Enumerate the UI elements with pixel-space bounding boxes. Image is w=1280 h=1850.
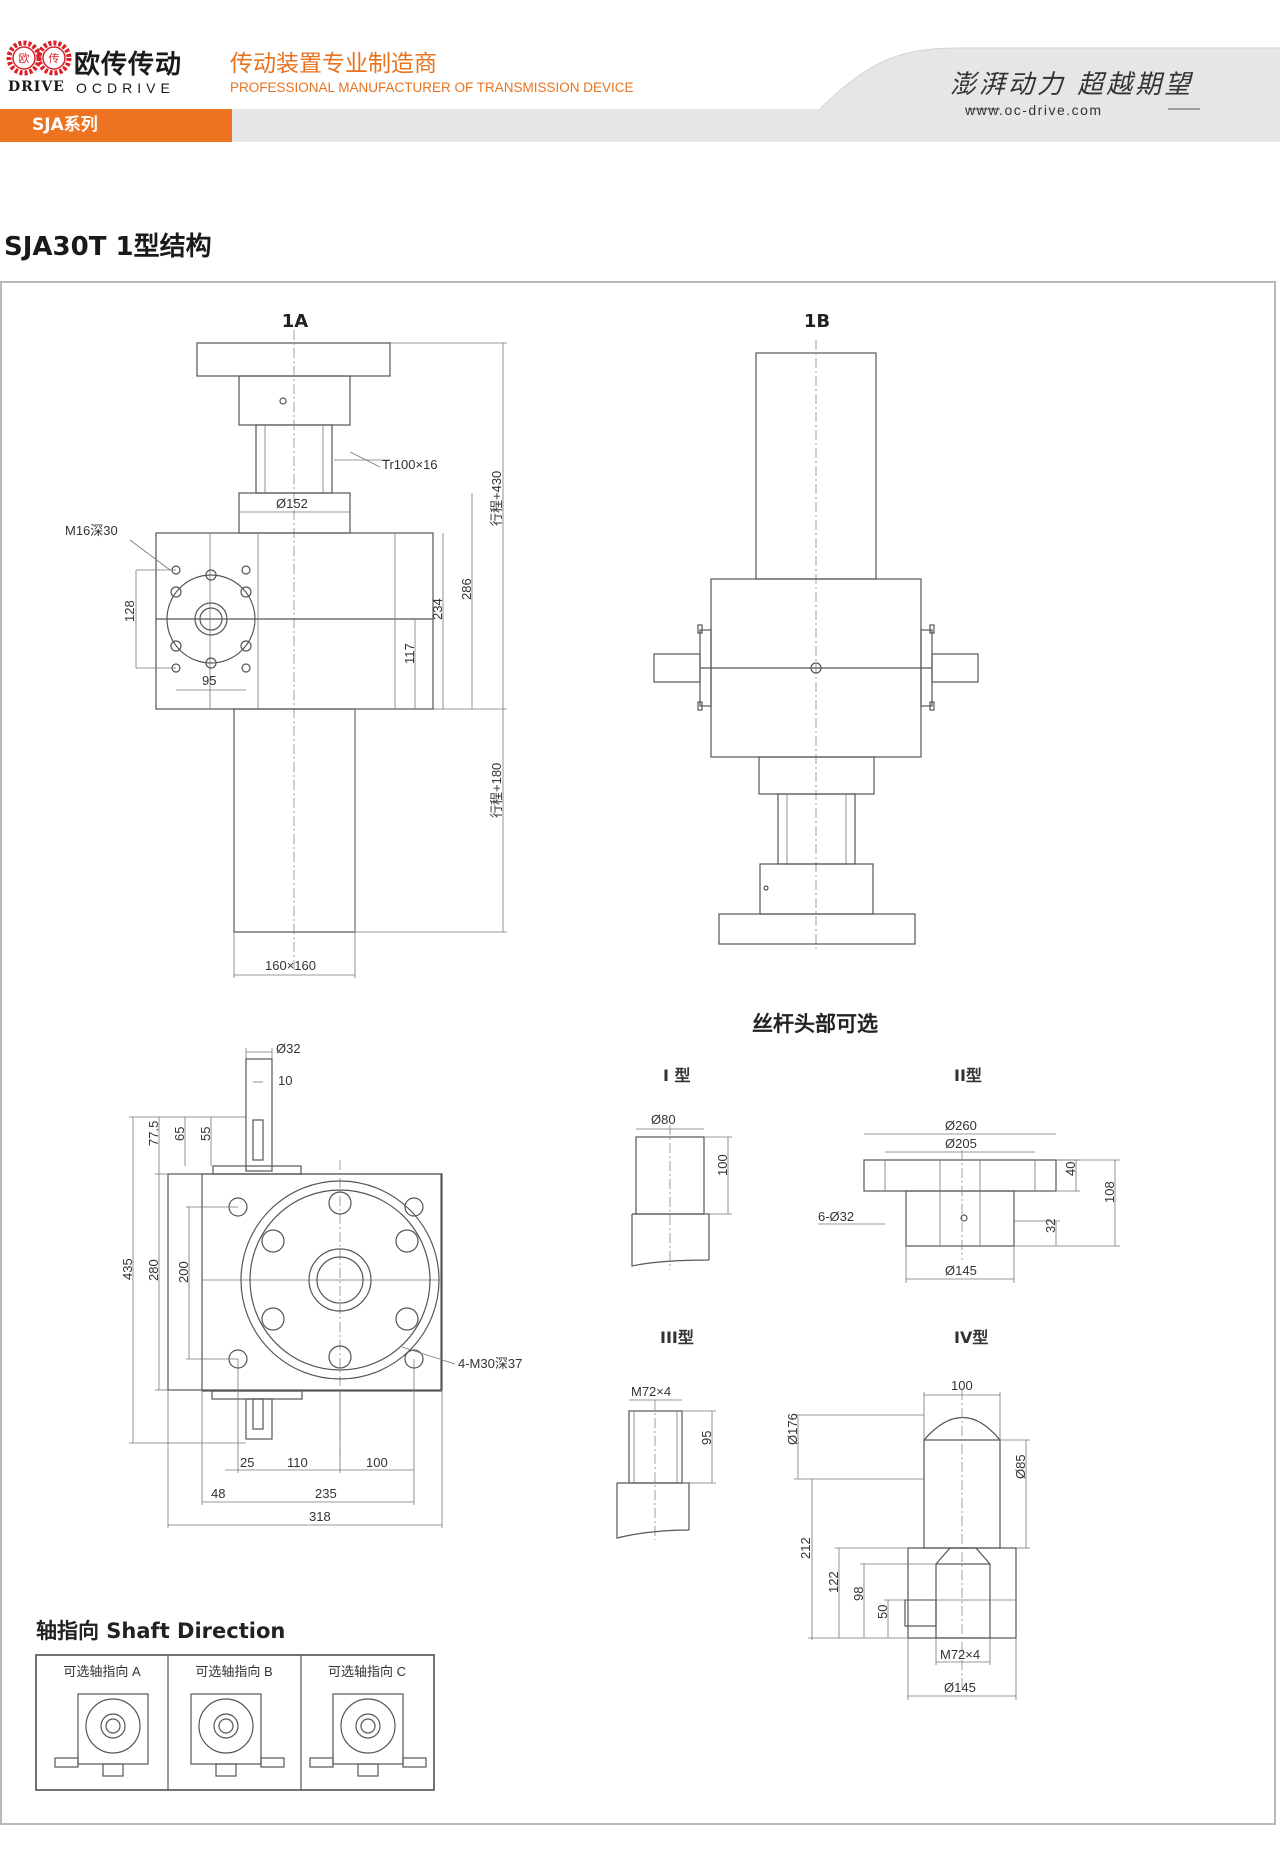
type-4-h122: 122 bbox=[826, 1571, 841, 1593]
dim-key-10: 10 bbox=[278, 1073, 292, 1088]
brand-name-en-left: DRIVE bbox=[8, 79, 65, 95]
type-2-h32: 32 bbox=[1043, 1219, 1058, 1233]
type-4-h50: 50 bbox=[875, 1605, 890, 1619]
dim-435: 435 bbox=[120, 1258, 135, 1280]
dim-55: 55 bbox=[198, 1127, 213, 1141]
dim-318: 318 bbox=[309, 1509, 331, 1524]
dim-286: 286 bbox=[459, 578, 474, 600]
view-1b-label: 1B bbox=[804, 311, 830, 332]
type-2-d145: Ø145 bbox=[945, 1263, 977, 1278]
screw-type-4: IV型 100 Ø176 Ø85 212 122 98 50 bbox=[785, 1328, 1030, 1700]
drawing-frame bbox=[0, 281, 1276, 1825]
dim-100: 100 bbox=[366, 1455, 388, 1470]
type-4-label: IV型 bbox=[954, 1328, 988, 1347]
series-tag: SJA系列 bbox=[0, 109, 232, 142]
shaft-option-a: 可选轴指向 A bbox=[63, 1664, 141, 1679]
slogan-en: PROFESSIONAL MANUFACTURER OF TRANSMISSIO… bbox=[230, 80, 634, 95]
dim-stroke-180: 行程+180 bbox=[489, 763, 504, 818]
brand-name-cn: 欧传传动 bbox=[74, 50, 183, 80]
dim-117: 117 bbox=[402, 643, 417, 664]
type-2-d260: Ø260 bbox=[945, 1118, 977, 1133]
page-title: SJA30T 1型结构 bbox=[4, 232, 212, 262]
dim-tap-m16: M16深30 bbox=[65, 523, 118, 538]
type-1-dia: Ø80 bbox=[651, 1112, 676, 1127]
dim-shaft-32: Ø32 bbox=[276, 1041, 301, 1056]
dim-tube-160: 160×160 bbox=[265, 958, 316, 973]
type-3-thread: M72×4 bbox=[631, 1384, 671, 1399]
type-4-w100: 100 bbox=[951, 1378, 973, 1393]
type-4-h98: 98 bbox=[851, 1587, 866, 1601]
dim-110: 110 bbox=[287, 1455, 308, 1470]
type-2-holes: 6-Ø32 bbox=[818, 1209, 854, 1224]
logo-badge-left: 欧 bbox=[19, 52, 30, 65]
type-4-d176: Ø176 bbox=[785, 1413, 800, 1445]
type-2-h40: 40 bbox=[1063, 1162, 1078, 1176]
type-2-d205: Ø205 bbox=[945, 1136, 977, 1151]
view-side: Ø32 10 435 77.5 65 55 bbox=[120, 1041, 522, 1528]
dim-280: 280 bbox=[146, 1259, 161, 1281]
shaft-diagram-a bbox=[54, 1693, 149, 1777]
dim-128: 128 bbox=[122, 600, 137, 622]
page-header: 欧 传 欧传传动 DRIVE OCDRIVE 传动装置专业制造商 PROFESS… bbox=[0, 0, 1280, 142]
brand-name-en-right: OCDRIVE bbox=[76, 80, 175, 96]
logo-badge-right: 传 bbox=[49, 52, 60, 65]
type-2-h108: 108 bbox=[1102, 1181, 1117, 1203]
dim-thread-tr100: Tr100×16 bbox=[382, 457, 438, 472]
shaft-diagram-c bbox=[309, 1693, 427, 1777]
shaft-direction-table: 可选轴指向 A 可选轴指向 B 可选轴指向 C bbox=[35, 1654, 435, 1791]
screw-type-1: I 型 Ø80 100 bbox=[631, 1066, 732, 1270]
dim-holes-m30: 4-M30深37 bbox=[458, 1356, 522, 1371]
screw-type-2: II型 Ø260 Ø205 6-Ø32 40 108 32 Ø145 bbox=[818, 1066, 1120, 1283]
dim-234: 234 bbox=[430, 598, 445, 620]
dim-200: 200 bbox=[176, 1261, 191, 1283]
shaft-option-b: 可选轴指向 B bbox=[195, 1664, 272, 1679]
slogan-cn: 传动装置专业制造商 bbox=[230, 51, 437, 77]
header-background bbox=[0, 0, 1280, 142]
dim-65: 65 bbox=[172, 1127, 187, 1141]
gear-logo-icon: 欧 传 bbox=[6, 40, 72, 76]
type-4-thread: M72×4 bbox=[940, 1647, 980, 1662]
view-1a-label: 1A bbox=[282, 311, 309, 332]
type-3-label: III型 bbox=[660, 1328, 694, 1347]
type-2-label: II型 bbox=[954, 1066, 982, 1085]
dim-48: 48 bbox=[211, 1486, 225, 1501]
type-1-length: 100 bbox=[715, 1154, 730, 1176]
view-1a: 1A Tr100×16 Ø152 M16深30 bbox=[65, 311, 507, 978]
dim-235: 235 bbox=[315, 1486, 337, 1501]
screw-head-options-title: 丝杆头部可选 bbox=[752, 1012, 878, 1036]
shaft-option-c: 可选轴指向 C bbox=[328, 1664, 406, 1679]
screw-type-3: III型 M72×4 95 bbox=[616, 1328, 716, 1540]
shaft-direction-title: 轴指向 Shaft Direction bbox=[36, 1619, 286, 1643]
type-4-d145: Ø145 bbox=[944, 1680, 976, 1695]
shaft-diagram-b bbox=[190, 1693, 285, 1777]
dim-stroke-430: 行程+430 bbox=[489, 471, 504, 526]
dim-95: 95 bbox=[202, 673, 216, 688]
dim-25: 25 bbox=[240, 1455, 254, 1470]
type-3-length: 95 bbox=[699, 1431, 714, 1445]
website-url[interactable]: www.oc-drive.com bbox=[965, 102, 1103, 118]
dim-flange-152: Ø152 bbox=[276, 496, 308, 511]
type-4-h212: 212 bbox=[798, 1537, 813, 1559]
dim-77-5: 77.5 bbox=[146, 1121, 161, 1146]
type-1-label: I 型 bbox=[663, 1066, 691, 1085]
company-motto: 澎湃动力 超越期望 bbox=[950, 70, 1194, 100]
type-4-d85: Ø85 bbox=[1013, 1454, 1028, 1479]
view-1b: 1B bbox=[653, 311, 979, 950]
